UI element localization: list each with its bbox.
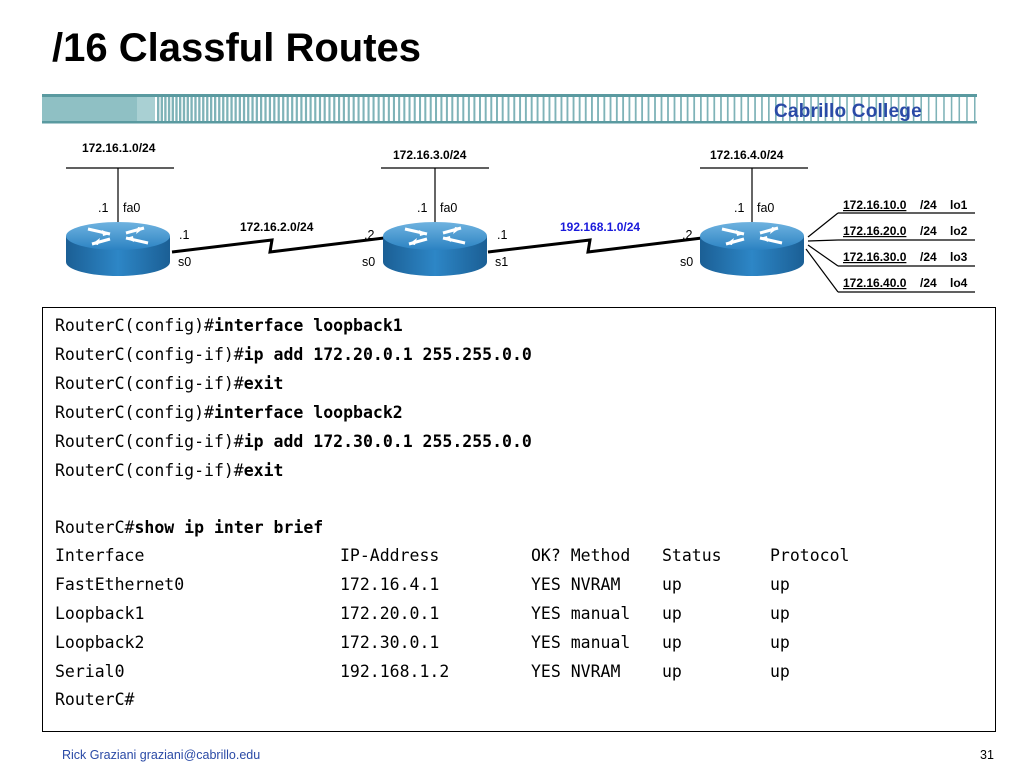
loopback-4-net: 172.16.40.0 [843, 276, 907, 290]
table-row-status: up [662, 633, 682, 652]
table-row-ip: 172.20.0.1 [340, 604, 440, 623]
router-a-fa0-label: fa0 [123, 201, 140, 215]
terminal-line: RouterC(config)#interface loopback1 [55, 316, 403, 336]
table-header-method: OK? Method [531, 546, 631, 565]
loopback-1-mask: /24 [920, 198, 937, 212]
router-c-fa0-label: fa0 [757, 201, 774, 215]
prompt: RouterC(config-if)# [55, 374, 244, 393]
router-b-s0-host: .2 [364, 228, 374, 242]
loopback-3-mask: /24 [920, 250, 937, 264]
table-row-method: YES NVRAM [531, 575, 621, 594]
router-a-fa0-host: .1 [98, 201, 108, 215]
terminal-output: RouterC(config)#interface loopback1 Rout… [42, 307, 996, 732]
prompt: RouterC(config-if)# [55, 432, 244, 451]
terminal-line: RouterC#show ip inter brief [55, 518, 323, 538]
prompt: RouterC(config)# [55, 403, 214, 422]
table-row-ip: 172.30.0.1 [340, 633, 440, 652]
table-row-protocol: up [770, 662, 790, 681]
table-header-protocol: Protocol [770, 546, 850, 565]
table-row-interface: Loopback2 [55, 633, 145, 652]
table-row-interface: FastEthernet0 [55, 575, 185, 594]
table-row-interface: Serial0 [55, 662, 125, 681]
router-a-s0-label: s0 [178, 255, 191, 269]
wan-2-label: 192.168.1.0/24 [560, 220, 640, 234]
table-row-status: up [662, 662, 682, 681]
table-row-protocol: up [770, 575, 790, 594]
table-header-interface: Interface [55, 546, 145, 565]
table-row-status: up [662, 604, 682, 623]
lan-a-label: 172.16.1.0/24 [82, 141, 156, 155]
table-row-method: YES manual [531, 633, 631, 652]
table-row-protocol: up [770, 604, 790, 623]
loopback-3-net: 172.16.30.0 [843, 250, 907, 264]
command: interface loopback2 [213, 403, 403, 422]
router-b-s1-label: s1 [495, 255, 508, 269]
prompt: RouterC(config-if)# [55, 345, 244, 364]
router-c-icon [700, 222, 804, 276]
router-a-s0-host: .1 [179, 228, 189, 242]
router-b-icon [383, 222, 487, 276]
table-header-ip: IP-Address [340, 546, 440, 565]
terminal-line: RouterC(config-if)#ip add 172.30.0.1 255… [55, 432, 532, 452]
loopback-1-name: lo1 [950, 198, 968, 212]
page-number: 31 [980, 748, 994, 762]
command: exit [243, 461, 284, 480]
table-row-protocol: up [770, 633, 790, 652]
command: exit [243, 374, 284, 393]
table-row-method: YES manual [531, 604, 631, 623]
network-diagram: 172.16.1.0/24 172.16.3.0/24 172.16.4.0/2… [66, 141, 975, 293]
command: show ip inter brief [134, 518, 324, 537]
serial-link-ab [171, 236, 385, 254]
router-b-fa0-label: fa0 [440, 201, 457, 215]
terminal-line: RouterC(config)#interface loopback2 [55, 403, 403, 423]
wan-1-label: 172.16.2.0/24 [240, 220, 314, 234]
loopback-4-name: lo4 [950, 276, 968, 290]
lan-c-label: 172.16.4.0/24 [710, 148, 784, 162]
table-header-status: Status [662, 546, 722, 565]
loopback-4-mask: /24 [920, 276, 937, 290]
router-c-fa0-host: .1 [734, 201, 744, 215]
table-row-status: up [662, 575, 682, 594]
table-row-method: YES NVRAM [531, 662, 621, 681]
terminal-line: RouterC(config-if)#exit [55, 374, 284, 394]
router-c-s0-host: .2 [682, 228, 692, 242]
prompt: RouterC(config)# [55, 316, 214, 335]
loopback-2-net: 172.16.20.0 [843, 224, 907, 238]
loopback-3-name: lo3 [950, 250, 968, 264]
loopback-2-mask: /24 [920, 224, 937, 238]
router-b-fa0-host: .1 [417, 201, 427, 215]
command: ip add 172.20.0.1 255.255.0.0 [243, 345, 532, 364]
router-b-s0-label: s0 [362, 255, 375, 269]
router-b-s1-host: .1 [497, 228, 507, 242]
router-c-s0-label: s0 [680, 255, 693, 269]
prompt: RouterC(config-if)# [55, 461, 244, 480]
router-a-icon [66, 222, 170, 276]
slide-title: /16 Classful Routes [52, 26, 422, 70]
terminal-line: RouterC(config-if)#exit [55, 461, 284, 481]
brand-logo-text: Cabrillo College [774, 101, 922, 122]
lan-b-label: 172.16.3.0/24 [393, 148, 467, 162]
serial-link-bc [487, 236, 703, 254]
loopback-2-name: lo2 [950, 224, 968, 238]
table-row-ip: 172.16.4.1 [340, 575, 440, 594]
header-banner [42, 94, 977, 124]
table-row-ip: 192.168.1.2 [340, 662, 450, 681]
command: ip add 172.30.0.1 255.255.0.0 [243, 432, 532, 451]
command: interface loopback1 [213, 316, 403, 335]
footer-author: Rick Graziani graziani@cabrillo.edu [62, 748, 261, 762]
terminal-final-prompt: RouterC# [55, 690, 135, 709]
table-row-interface: Loopback1 [55, 604, 145, 623]
loopback-1-net: 172.16.10.0 [843, 198, 907, 212]
prompt: RouterC# [55, 518, 135, 537]
terminal-line: RouterC(config-if)#ip add 172.20.0.1 255… [55, 345, 532, 365]
